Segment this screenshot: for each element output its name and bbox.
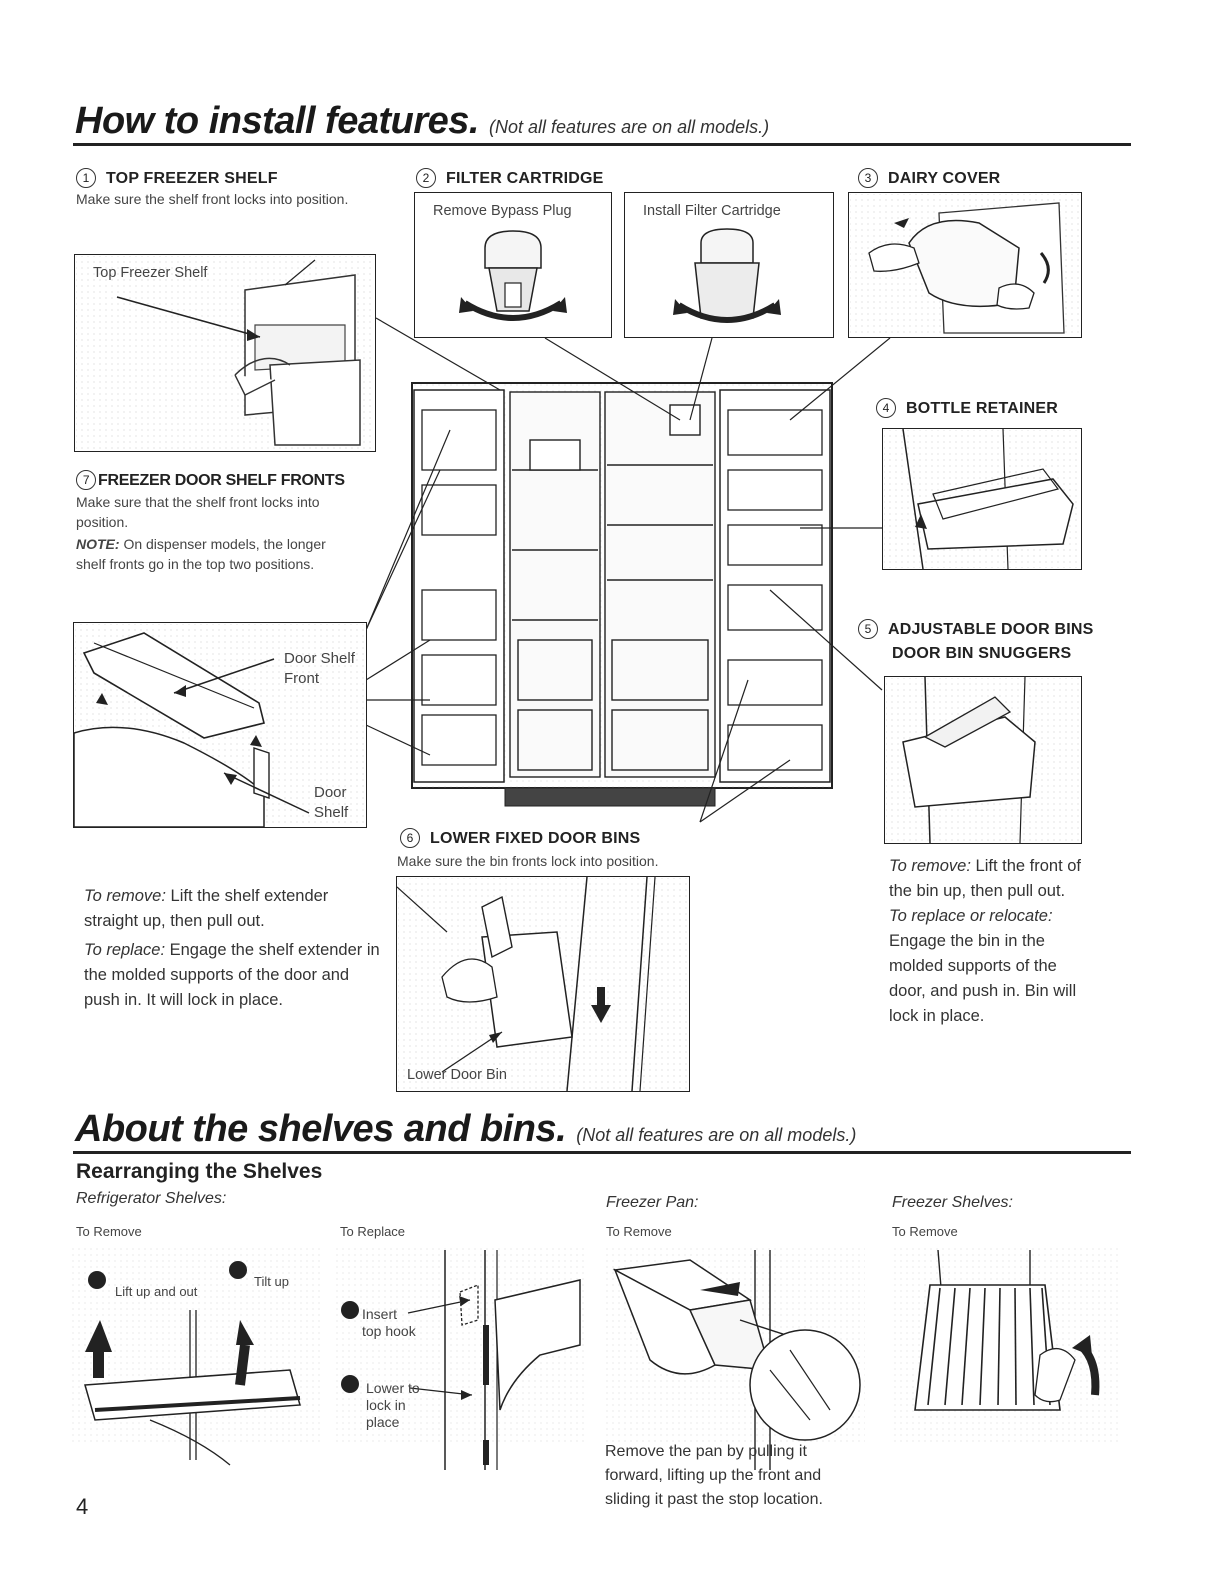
fridge-replace-label: To Replace <box>340 1224 406 1239</box>
top-freezer-shelf-text: Make sure the shelf front locks into pos… <box>76 191 349 207</box>
door-shelf-front-illustration <box>74 624 365 827</box>
bypass-plug-illustration <box>459 230 567 321</box>
filter-install-box: Install Filter Cartridge <box>624 192 834 338</box>
freezer-door-shelf-box: Door Shelf Front Door Shelf <box>73 622 367 828</box>
adjustable-replace-text: Engage the bin in the molded supports of… <box>889 932 1077 1025</box>
adjustable-remove-text: Lift the front of the bin up, then pull … <box>889 857 1082 900</box>
number-badge: 7 <box>76 470 96 490</box>
install-title-text: How to install features. <box>75 100 479 142</box>
freezer-replace-text: Engage the shelf extender in the molded … <box>84 941 380 1009</box>
freezer-pan-heading: Freezer Pan: <box>606 1194 699 1211</box>
freezer-door-shelf-text: Make sure that the shelf front locks int… <box>76 492 346 574</box>
freezer-remove-text: Lift the shelf extender straight up, the… <box>84 887 329 930</box>
adjustable-bin-illustration <box>886 677 1080 843</box>
install-subtitle: (Not all features are on all models.) <box>489 117 770 137</box>
lower-door-bin-box: Lower Door Bin <box>396 876 690 1092</box>
bottle-retainer-box <box>882 428 1082 570</box>
adjustable-bins-box <box>884 676 1082 844</box>
freezer-shelves-remove-label: To Remove <box>892 1224 958 1239</box>
insert-label: Insert top hook <box>362 1306 416 1339</box>
number-badge: 3 <box>858 168 878 188</box>
freezer-door-shelf-desc: Make sure that the shelf front locks int… <box>76 494 320 530</box>
fridge-shelves-heading: Refrigerator Shelves: <box>76 1190 227 1207</box>
adjustable-bins-instructions: To remove: Lift the front of the bin up,… <box>889 854 1089 1029</box>
top-freezer-shelf-box: Top Freezer Shelf <box>74 254 376 452</box>
adjustable-replace-label: To replace or relocate: <box>889 907 1053 925</box>
freezer-replace-label: To replace: <box>84 941 166 959</box>
about-title: About the shelves and bins. (Not all fea… <box>75 1108 856 1151</box>
install-title: How to install features. (Not all featur… <box>75 100 769 143</box>
about-title-text: About the shelves and bins. <box>75 1108 567 1150</box>
number-badge: 5 <box>858 619 878 639</box>
note-text: On dispenser models, the longer shelf fr… <box>76 536 326 572</box>
number-badge: 6 <box>400 828 420 848</box>
filter-remove-box: Remove Bypass Plug <box>414 192 612 338</box>
freezer-pan-remove-label: To Remove <box>606 1224 672 1239</box>
lower-door-bin-illustration <box>397 877 688 1091</box>
freezer-remove-label: To remove: <box>84 887 166 905</box>
install-title-rule <box>73 143 1131 146</box>
freezer-shelves-heading: Freezer Shelves: <box>892 1194 1013 1211</box>
about-subtitle: (Not all features are on all models.) <box>576 1125 857 1145</box>
bottle-retainer-illustration <box>884 429 1080 569</box>
adjustable-remove-label: To remove: <box>889 857 971 875</box>
filter-install-label: Install Filter Cartridge <box>643 203 781 219</box>
lower-door-bin-label: Lower Door Bin <box>407 1067 507 1083</box>
number-badge: 1 <box>76 168 96 188</box>
fridge-remove-label: To Remove <box>76 1224 142 1239</box>
rearranging-heading: Rearranging the Shelves <box>76 1160 323 1183</box>
number-badge: 2 <box>416 168 436 188</box>
top-freezer-shelf-illustration <box>76 256 374 450</box>
freezer-door-shelf-instructions: To remove: Lift the shelf extender strai… <box>84 884 384 1013</box>
lower-fixed-bins-text: Make sure the bin fronts lock into posit… <box>397 853 659 869</box>
lower-label: Lower to lock in place <box>366 1380 420 1430</box>
dairy-cover-box <box>848 192 1082 338</box>
step-1-label: Lift up and out <box>115 1284 198 1299</box>
door-shelf-front-label: Door Shelf Front <box>284 650 355 687</box>
door-shelf-label: Door Shelf <box>314 784 349 821</box>
about-title-rule <box>73 1151 1131 1154</box>
filter-cartridge-illustration <box>673 228 781 323</box>
step-2-label: Tilt up <box>254 1274 289 1289</box>
filter-remove-label: Remove Bypass Plug <box>433 203 572 219</box>
freezer-pan-caption: Remove the pan by pulling it forward, li… <box>605 1443 823 1508</box>
number-badge: 4 <box>876 398 896 418</box>
page-number: 4 <box>76 1494 89 1519</box>
dairy-cover-illustration <box>850 194 1080 336</box>
door-bin-snuggers-heading: DOOR BIN SNUGGERS <box>892 645 1072 662</box>
note-label: NOTE: <box>76 536 120 552</box>
